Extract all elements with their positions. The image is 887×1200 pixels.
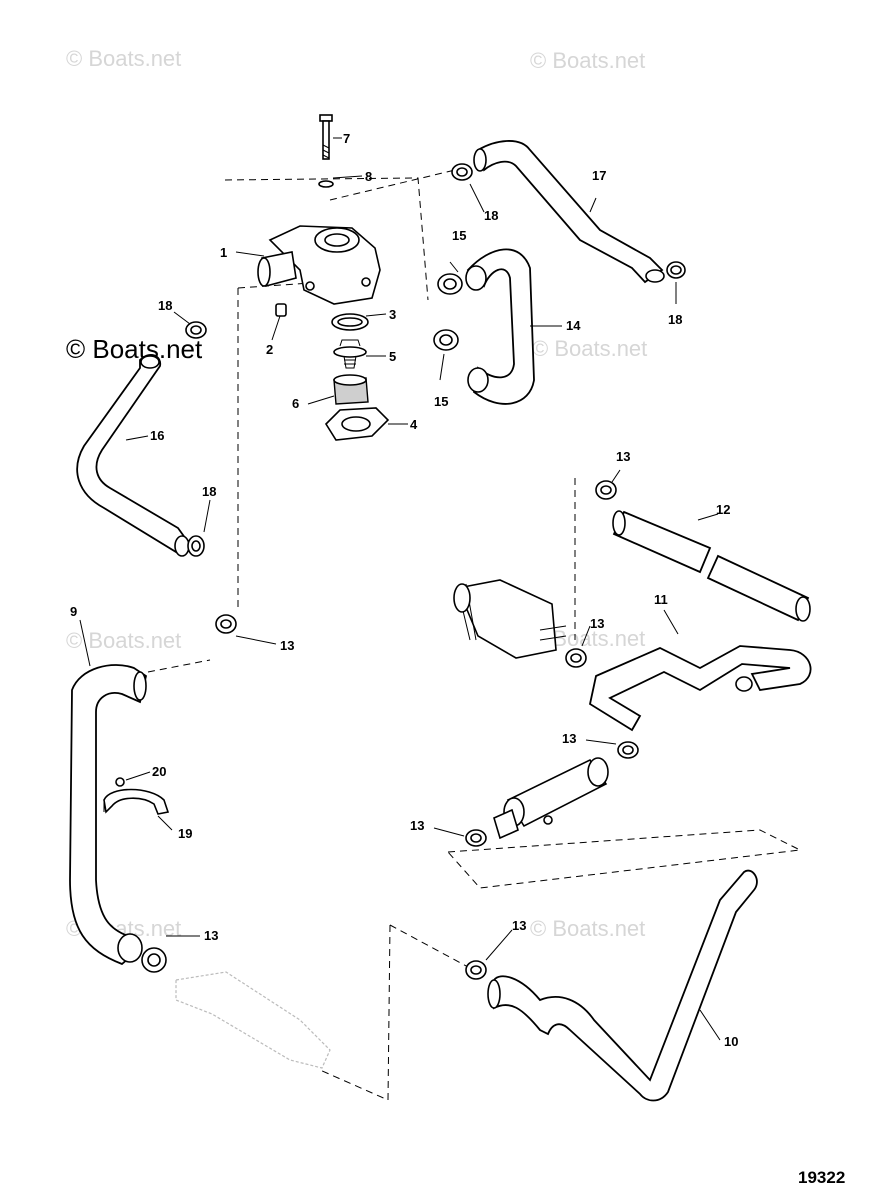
callout-3: 3 [389, 307, 396, 322]
callout-16: 16 [150, 428, 164, 443]
washer-8 [318, 180, 334, 188]
clamp [666, 261, 686, 279]
callout-14: 14 [566, 318, 581, 333]
hose-12 [612, 510, 811, 622]
callout-13: 13 [562, 731, 576, 746]
hose-16 [76, 353, 190, 557]
callout-13: 13 [512, 918, 526, 933]
callout-4: 4 [410, 417, 418, 432]
hose-10 [487, 869, 758, 1102]
clamp [433, 329, 459, 351]
clamp [185, 321, 207, 339]
clamp [617, 741, 639, 759]
watermark: © Boats.net [66, 46, 182, 71]
callout-17: 17 [592, 168, 606, 183]
clamp [141, 947, 167, 973]
clamp [565, 648, 587, 668]
callout-18: 18 [668, 312, 682, 327]
callout-13: 13 [204, 928, 218, 943]
callout-13: 13 [590, 616, 604, 631]
cooler [493, 757, 609, 840]
clamp [215, 614, 237, 634]
clamp [187, 535, 205, 557]
ghost-part [175, 971, 331, 1069]
watermark: © Boats.net [530, 916, 646, 941]
clamp [595, 480, 617, 500]
callout-11: 11 [654, 592, 668, 607]
assembly-line [319, 924, 391, 1101]
callout-5: 5 [389, 349, 396, 364]
callout-1: 1 [220, 245, 227, 260]
callout-13: 13 [616, 449, 630, 464]
bolt-7 [319, 114, 333, 160]
clamp [437, 273, 463, 295]
callout-19: 19 [178, 826, 192, 841]
callout-18: 18 [484, 208, 498, 223]
callout-15: 15 [452, 228, 466, 243]
thermostat-5 [333, 339, 367, 369]
hose-11 [588, 645, 812, 732]
clamp [465, 960, 487, 980]
callout-13: 13 [410, 818, 424, 833]
callout-18: 18 [158, 298, 172, 313]
callout-10: 10 [724, 1034, 738, 1049]
heat-exchanger [453, 579, 567, 659]
assembly-line [329, 169, 456, 201]
callout-15: 15 [434, 394, 448, 409]
primary-watermark: © Boats.net [66, 334, 203, 364]
hose-14 [465, 248, 535, 405]
callout-6: 6 [292, 396, 299, 411]
callout-7: 7 [343, 131, 350, 146]
sleeve-6 [333, 374, 369, 405]
plug-2 [275, 303, 287, 317]
callout-2: 2 [266, 342, 273, 357]
clamp [465, 829, 487, 847]
callout-9: 9 [70, 604, 77, 619]
callout-12: 12 [716, 502, 730, 517]
watermark: © Boats.net [66, 628, 182, 653]
clamp [451, 163, 473, 181]
hose-17 [473, 140, 665, 284]
callout-20: 20 [152, 764, 166, 779]
figure-number: 19322 [798, 1168, 846, 1187]
callout-8: 8 [365, 169, 372, 184]
nut-20 [115, 777, 125, 787]
assembly-line [147, 659, 211, 673]
bracket-19 [103, 788, 170, 815]
assembly-line [389, 924, 471, 969]
watermark: © Boats.net [532, 336, 648, 361]
watermark: © Boats.net [530, 48, 646, 73]
gasket-4 [324, 407, 390, 441]
callout-13: 13 [280, 638, 294, 653]
assembly-line [446, 829, 802, 889]
assembly-line [224, 177, 429, 301]
callout-18: 18 [202, 484, 216, 499]
hose-9 [69, 664, 148, 966]
thermostat-housing-1 [257, 225, 381, 305]
